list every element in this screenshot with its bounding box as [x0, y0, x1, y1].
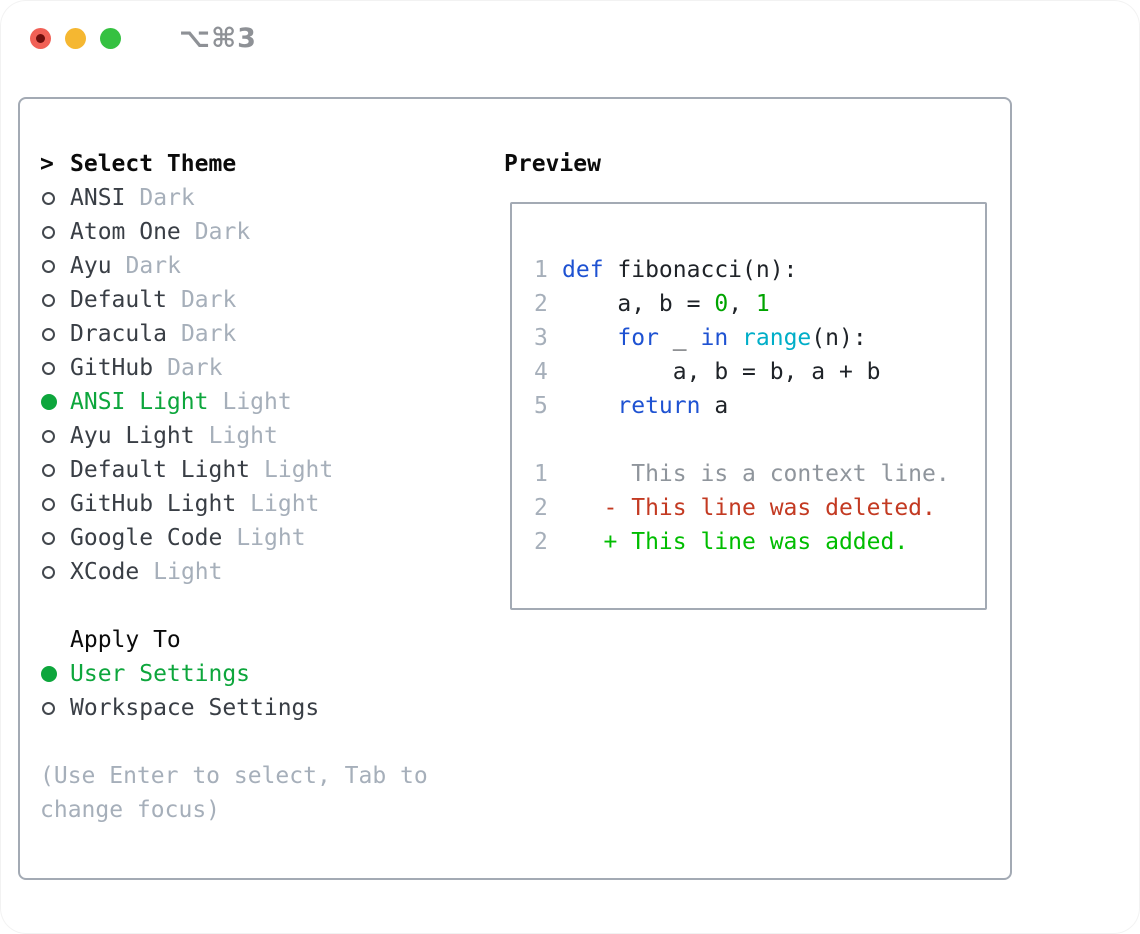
minimize-button[interactable] — [65, 27, 86, 49]
theme-variant: Light — [153, 559, 223, 585]
theme-name: XCode — [70, 559, 140, 585]
code-line: 2 - This line was deleted. — [534, 491, 985, 525]
theme-name: GitHub Light — [70, 491, 237, 517]
theme-list: ANSI Dark Atom One Dark Ayu Dark Default… — [40, 181, 486, 589]
theme-variant: Dark — [180, 287, 237, 313]
radio-circle-icon — [42, 429, 55, 443]
theme-variant: Dark — [139, 185, 195, 211]
code-content: def fibonacci(n): — [562, 257, 798, 283]
zoom-button[interactable] — [100, 27, 121, 49]
theme-variant: Light — [236, 525, 306, 551]
radio-circle-icon — [42, 565, 55, 579]
radio-circle-icon — [42, 293, 55, 307]
code-content: + This line was added. — [562, 529, 909, 555]
theme-name: Google Code — [70, 525, 223, 551]
preview-title: Preview — [504, 151, 601, 177]
radio-circle-icon — [41, 666, 57, 682]
code-content: a, b = b, a + b — [562, 359, 881, 385]
preview-box: 1 def fibonacci(n): 2 a, b = 0, 1 3 for … — [510, 202, 987, 610]
theme-list-item[interactable]: Default Dark — [40, 283, 486, 317]
radio-circle-icon — [41, 394, 57, 410]
apply-option-label: User Settings — [70, 661, 251, 687]
theme-list-item[interactable]: GitHub Light Light — [40, 487, 486, 521]
line-number: 4 — [534, 359, 548, 385]
apply-to-options: User Settings Workspace Settings — [40, 657, 486, 725]
theme-name: Ayu Light — [70, 423, 195, 449]
apply-to-header: Apply To — [40, 623, 486, 657]
radio-circle-icon — [42, 531, 55, 545]
theme-list-item[interactable]: XCode Light — [40, 555, 486, 589]
theme-variant: Light — [208, 423, 278, 449]
radio-circle-icon — [42, 259, 55, 273]
radio-circle-icon — [42, 497, 55, 511]
line-number: 1 — [534, 461, 548, 487]
radio-circle-icon — [42, 463, 55, 477]
theme-list-item[interactable]: ANSI Dark — [40, 181, 486, 215]
focus-caret: > — [40, 151, 54, 177]
radio-circle-icon — [42, 327, 55, 341]
theme-variant: Light — [264, 457, 334, 483]
theme-list-item[interactable]: Ayu Dark — [40, 249, 486, 283]
theme-name: GitHub — [70, 355, 154, 381]
theme-name: Default Light — [70, 457, 251, 483]
line-number: 2 — [534, 291, 548, 317]
line-number: 2 — [534, 495, 548, 521]
theme-variant: Dark — [167, 355, 223, 381]
radio-circle-icon — [42, 701, 55, 715]
code-content: return a — [617, 393, 729, 419]
code-line: 2 a, b = 0, 1 — [534, 287, 985, 321]
preview-code: 1 def fibonacci(n): 2 a, b = 0, 1 3 for … — [534, 253, 985, 559]
apply-to-option[interactable]: User Settings — [40, 657, 486, 691]
line-number: 5 — [534, 393, 548, 419]
window-title-shortcut: ⌥⌘3 — [179, 22, 257, 54]
code-line: 4 a, b = b, a + b — [534, 355, 985, 389]
keyboard-hint: (Use Enter to select, Tab to change focu… — [40, 763, 428, 823]
radio-circle-icon — [42, 361, 55, 375]
theme-variant: Dark — [194, 219, 251, 245]
theme-list-item[interactable]: Atom One Dark — [40, 215, 486, 249]
theme-list-item[interactable]: GitHub Dark — [40, 351, 486, 385]
line-number: 2 — [534, 529, 548, 555]
code-line — [534, 423, 985, 457]
radio-circle-icon — [42, 191, 55, 205]
theme-list-item[interactable]: Dracula Dark — [40, 317, 486, 351]
theme-variant: Light — [222, 389, 292, 415]
theme-name: ANSI — [70, 185, 126, 211]
radio-circle-icon — [42, 225, 55, 239]
theme-name: Dracula — [70, 321, 167, 347]
code-content: - This line was deleted. — [562, 495, 936, 521]
line-number: 1 — [534, 257, 548, 283]
theme-name: Ayu — [70, 253, 112, 279]
theme-list-item[interactable]: ANSI Light Light — [40, 385, 486, 419]
theme-variant: Dark — [180, 321, 237, 347]
code-line: 1 def fibonacci(n): — [534, 253, 985, 287]
code-content: This is a context line. — [562, 461, 950, 487]
apply-to-option[interactable]: Workspace Settings — [40, 691, 486, 725]
theme-name: ANSI Light — [70, 389, 209, 415]
apply-to-section: Apply To User Settings Workspace Setting… — [40, 623, 486, 725]
theme-list-item[interactable]: Default Light Light — [40, 453, 486, 487]
theme-variant: Dark — [125, 253, 181, 279]
select-theme-title: Select Theme — [70, 151, 237, 177]
apply-to-title: Apply To — [70, 627, 181, 653]
code-content: for _ in range(n): — [617, 325, 867, 351]
code-line: 5 return a — [534, 389, 985, 423]
theme-name: Atom One — [70, 219, 181, 245]
code-line: 1 This is a context line. — [534, 457, 985, 491]
titlebar: ⌥⌘3 — [0, 0, 1140, 76]
preview-section: Preview 1 def fibonacci(n): 2 a, b = 0, … — [504, 147, 1006, 610]
apply-option-label: Workspace Settings — [70, 695, 320, 721]
theme-selector: > Select Theme ANSI Dark Atom One Dark A… — [40, 147, 486, 827]
theme-list-item[interactable]: Ayu Light Light — [40, 419, 486, 453]
close-button[interactable] — [30, 27, 51, 49]
theme-variant: Light — [250, 491, 320, 517]
select-theme-header: > Select Theme — [40, 147, 486, 181]
main-panel: > Select Theme ANSI Dark Atom One Dark A… — [18, 97, 1012, 880]
theme-list-item[interactable]: Google Code Light — [40, 521, 486, 555]
line-number: 3 — [534, 325, 548, 351]
code-line: 3 for _ in range(n): — [534, 321, 985, 355]
theme-name: Default — [70, 287, 167, 313]
code-line: 2 + This line was added. — [534, 525, 985, 559]
code-content: a, b = 0, 1 — [562, 291, 770, 317]
